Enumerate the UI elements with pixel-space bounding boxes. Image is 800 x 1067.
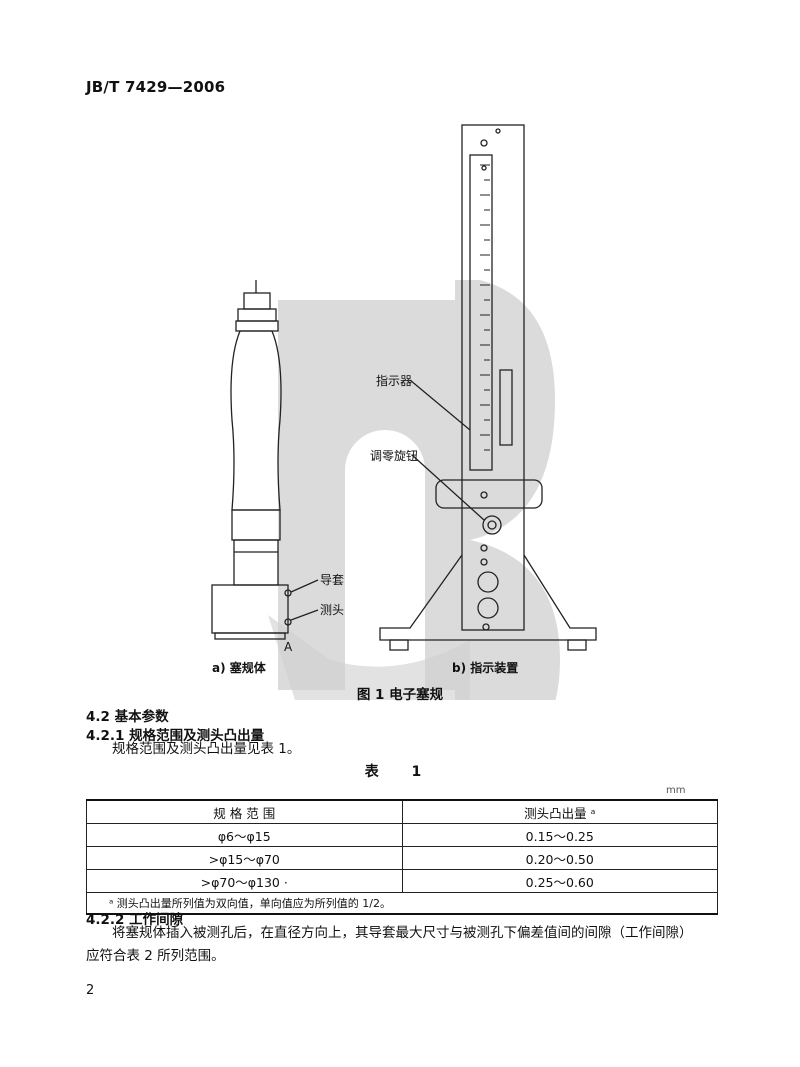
table-row: φ6～φ15 0.15～0.25 <box>86 823 718 847</box>
section-4-2-2-text-line2: 应符合表 2 所列范围。 <box>86 948 225 964</box>
section-4-2-2-title: 4.2.2 工作间隙 <box>86 912 184 928</box>
label-zero-knob: 调零旋钮 <box>370 449 419 463</box>
table-header-row: 规 格 范 围 测头凸出量 ᵃ <box>86 799 718 824</box>
table-note-row: ᵃ 测头凸出量所列值为双向值，单向值应为所列值的 1/2。 <box>86 892 718 915</box>
table-1-title: 表 1 <box>364 764 436 780</box>
label-a: A <box>284 640 293 654</box>
cell-protrusion: 0.20～0.50 <box>401 846 718 870</box>
label-probe: 测头 <box>320 603 345 617</box>
caption-b: b) 指示装置 <box>452 661 519 675</box>
section-4-2-2-text-line1: 将塞规体插入被测孔后，在直径方向上，其导套最大尺寸与被测孔下偏差值间的间隙（工作… <box>112 925 693 941</box>
table-row: >φ70～φ130 · 0.25～0.60 <box>86 869 718 893</box>
col-header-protrusion: 测头凸出量 ᵃ <box>401 799 718 824</box>
cell-spec-range: >φ15～φ70 <box>86 846 403 870</box>
indicator-scale <box>480 164 490 451</box>
table-1: 规 格 范 围 测头凸出量 ᵃ φ6～φ15 0.15～0.25 >φ15～φ7… <box>86 799 718 915</box>
cell-spec-range: φ6～φ15 <box>86 823 403 847</box>
label-indicator: 指示器 <box>376 374 413 388</box>
section-4-2-title: 4.2 基本参数 <box>86 709 169 725</box>
cell-spec-range: >φ70～φ130 · <box>86 869 403 893</box>
table-row: >φ15～φ70 0.20～0.50 <box>86 846 718 870</box>
figure-title: 图 1 电子塞规 <box>356 687 444 703</box>
standard-number: JB/T 7429—2006 <box>86 78 226 96</box>
indicator-stand <box>379 124 597 651</box>
page-number: 2 <box>86 983 95 998</box>
label-guide-sleeve: 导套 <box>320 573 345 587</box>
col-header-spec-range: 规 格 范 围 <box>86 799 403 824</box>
cell-protrusion: 0.25～0.60 <box>401 869 718 893</box>
watermark-logo <box>268 280 560 700</box>
section-4-2-1-title: 4.2.1 规格范围及测头凸出量 <box>86 728 265 744</box>
table-footnote: ᵃ 测头凸出量所列值为双向值，单向值应为所列值的 1/2。 <box>86 892 718 915</box>
cell-protrusion: 0.15～0.25 <box>401 823 718 847</box>
caption-a: a) 塞规体 <box>212 661 266 675</box>
figure-1-drawing <box>211 124 597 700</box>
plug-gauge-body <box>211 280 319 640</box>
section-4-2-1-text: 规格范围及测头凸出量见表 1。 <box>112 741 301 757</box>
table-1-unit: mm <box>666 785 686 796</box>
